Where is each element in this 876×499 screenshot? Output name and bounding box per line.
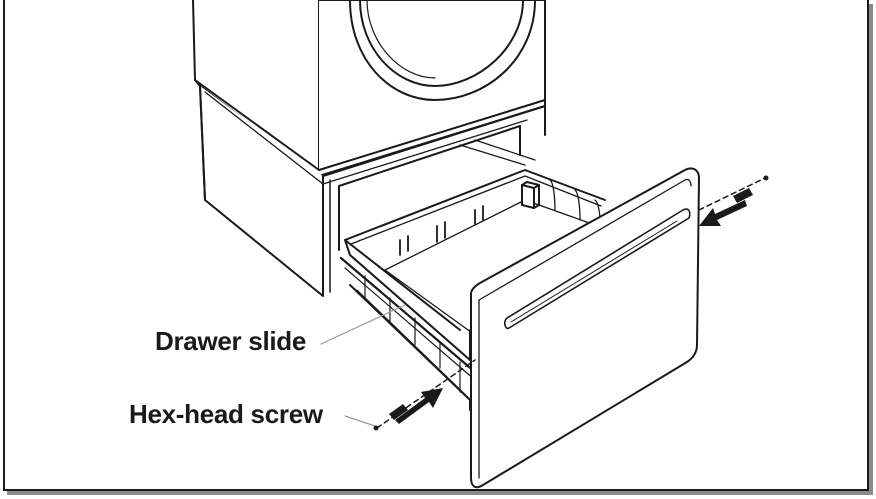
diagram-frame: Drawer slide Hex-head screw: [3, 0, 869, 491]
drawer-slide-label: Drawer slide: [155, 326, 307, 356]
washer-body: [192, 0, 546, 177]
right-insert-arrow-icon: [699, 188, 753, 226]
pedestal-body: [199, 85, 546, 297]
frame-shadow-bottom: [7, 491, 873, 495]
hex-head-screw-label: Hex-head screw: [129, 399, 323, 429]
left-insert-arrow-icon: [389, 388, 443, 424]
drawer-front-panel: [470, 167, 700, 489]
frame-shadow-right: [869, 4, 873, 495]
drawer-slide-leader: [320, 304, 406, 345]
hex-head-screw-leader: [344, 415, 376, 427]
right-screw-assembly: [698, 175, 769, 211]
drawer-tub: [339, 169, 606, 411]
drawer-installation-illustration: [192, 0, 769, 489]
